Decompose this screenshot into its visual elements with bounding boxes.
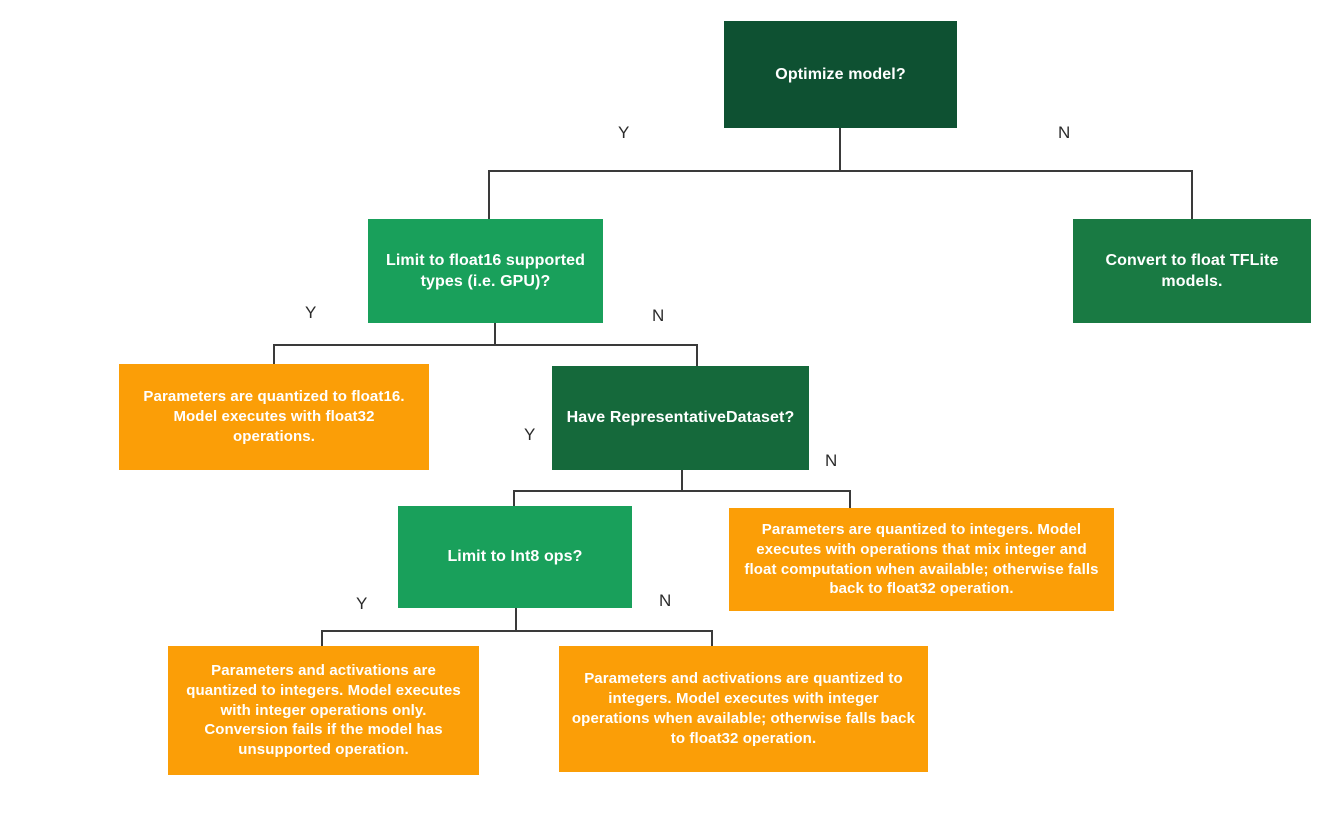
node-have-representative-dataset-label: Have RepresentativeDataset? (566, 409, 795, 427)
connector-to-float16 (488, 170, 490, 220)
connector-level2-bus (273, 344, 697, 346)
connector-to-int8-only-outcome (321, 630, 323, 648)
node-limit-int8-ops[interactable]: Limit to Int8 ops? (398, 506, 632, 608)
node-convert-float-tflite-label: Convert to float TFLite models. (1105, 251, 1279, 290)
node-quantized-integer-fallback[interactable]: Parameters and activations are quantized… (559, 646, 928, 772)
connector-to-int8 (513, 490, 515, 507)
branch-label-dataset-no: N (825, 451, 838, 470)
node-quantized-mixed-integer-float[interactable]: Parameters are quantized to integers. Mo… (729, 508, 1114, 611)
connector-level3-bus (513, 490, 851, 492)
branch-label-float16-yes: Y (305, 303, 317, 322)
branch-label-optimize-yes: Y (618, 123, 630, 142)
connector-to-int8-fallback-outcome (711, 630, 713, 648)
node-quantized-integer-only[interactable]: Parameters and activations are quantized… (168, 646, 479, 775)
connector-level1-bus (488, 170, 1193, 172)
branch-label-int8-no: N (659, 591, 672, 610)
connector-optimize-stem (839, 128, 841, 172)
node-limit-int8-ops-label: Limit to Int8 ops? (447, 548, 583, 566)
node-quantized-integer-fallback-label: Parameters and activations are quantized… (571, 670, 916, 747)
connector-to-representative-dataset (696, 344, 698, 367)
node-quantized-float16[interactable]: Parameters are quantized to float16. Mod… (119, 364, 429, 470)
node-quantized-float16-label: Parameters are quantized to float16. Mod… (143, 388, 405, 445)
connector-to-float16-outcome (273, 344, 275, 365)
branch-label-float16-no: N (652, 306, 665, 325)
node-have-representative-dataset[interactable]: Have RepresentativeDataset? (552, 366, 809, 470)
connector-to-convert-tflite (1191, 170, 1193, 220)
branch-label-dataset-yes: Y (524, 425, 536, 444)
connector-to-mixed-outcome (849, 490, 851, 509)
connector-dataset-stem (681, 470, 683, 492)
connector-float16-stem (494, 323, 496, 345)
node-quantized-mixed-integer-float-label: Parameters are quantized to integers. Mo… (744, 520, 1099, 598)
branch-label-optimize-no: N (1058, 123, 1071, 142)
node-limit-float16-label: Limit to float16 supported types (i.e. G… (385, 251, 586, 290)
node-limit-float16[interactable]: Limit to float16 supported types (i.e. G… (368, 219, 603, 323)
node-optimize-model-label: Optimize model? (775, 65, 906, 83)
connector-int8-stem (515, 608, 517, 631)
node-quantized-integer-only-label: Parameters and activations are quantized… (186, 662, 461, 759)
node-optimize-model[interactable]: Optimize model? (724, 21, 957, 128)
branch-label-int8-yes: Y (356, 594, 368, 613)
connector-level4-bus (321, 630, 713, 632)
node-convert-float-tflite[interactable]: Convert to float TFLite models. (1073, 219, 1311, 323)
